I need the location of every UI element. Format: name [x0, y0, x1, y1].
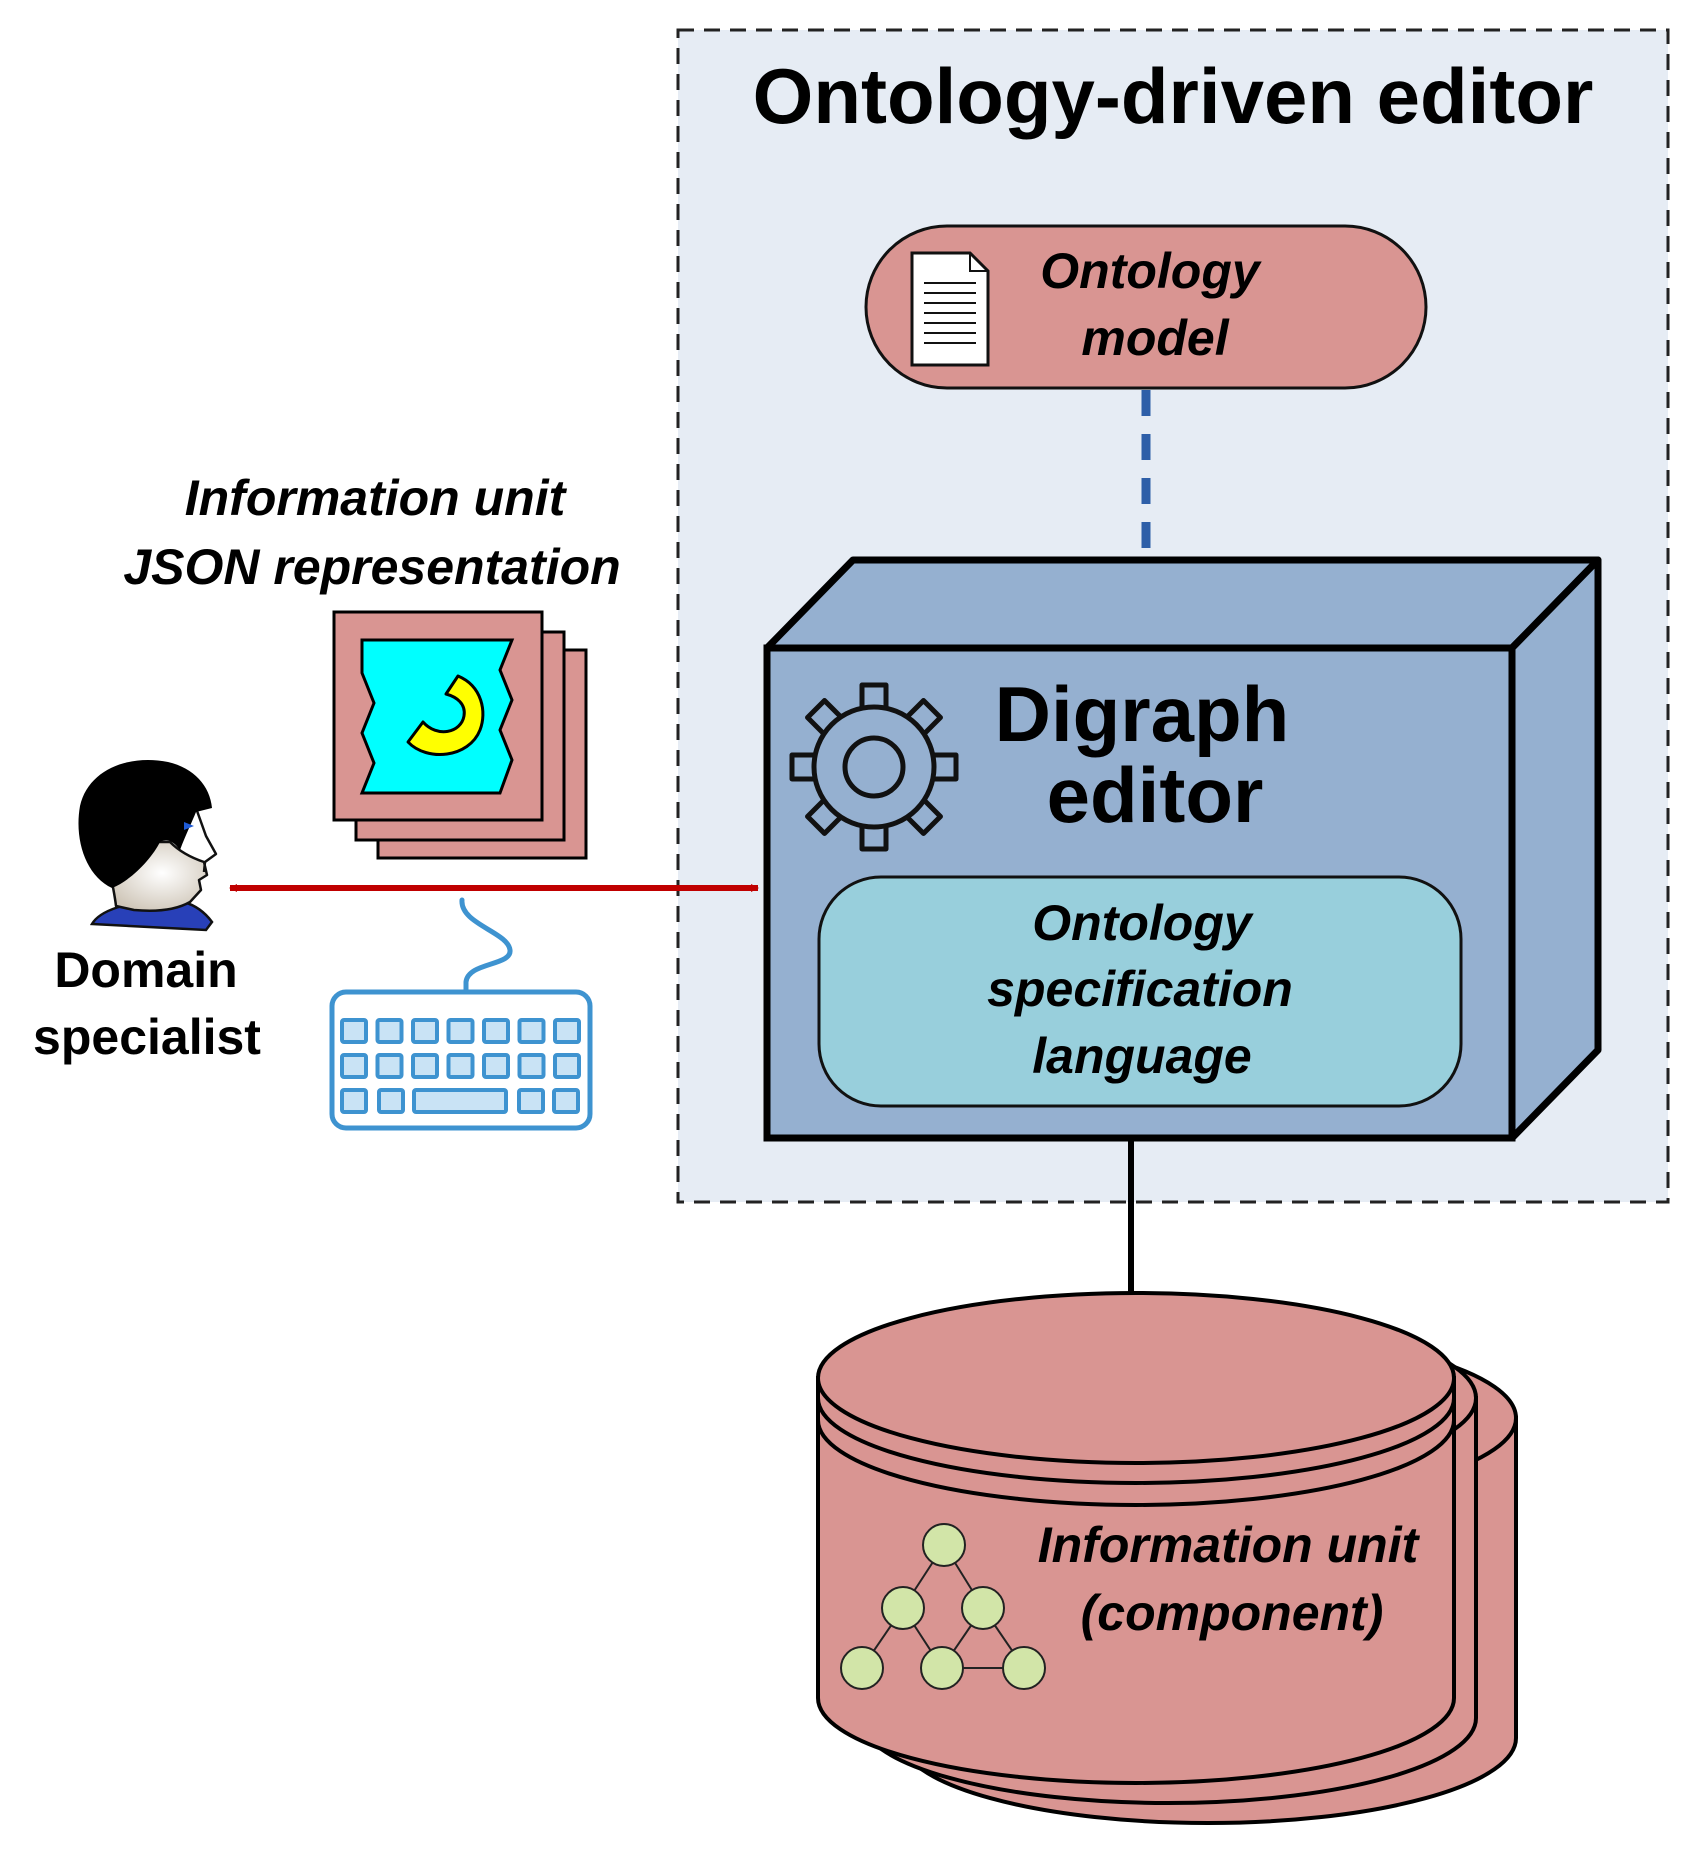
- information-unit-line1: Information unit: [1038, 1517, 1421, 1573]
- keyboard-key: [446, 1053, 475, 1079]
- keyboard-key: [553, 1018, 581, 1044]
- container-title: Ontology-driven editor: [753, 52, 1594, 140]
- domain-specialist-line1: Domain: [54, 942, 237, 998]
- document-icon: [910, 251, 990, 367]
- tree-graph-icon: [840, 1523, 1046, 1690]
- keyboard-key: [340, 1018, 368, 1044]
- digraph-editor-label-line2: editor: [1047, 751, 1264, 839]
- digraph-editor-label-line1: Digraph: [995, 670, 1290, 758]
- keyboard-key: [446, 1018, 475, 1044]
- keyboard-key: [411, 1053, 439, 1079]
- keyboard-key: [375, 1018, 404, 1044]
- keyboard-key: [517, 1018, 546, 1044]
- keyboard-key: [340, 1053, 368, 1079]
- keyboard-key: [482, 1018, 510, 1044]
- keyboard-key: [375, 1053, 404, 1079]
- ontology-model-node: Ontology model: [864, 224, 1428, 390]
- spec-language-line2: specification: [987, 961, 1293, 1017]
- json-label-line1: Information unit: [185, 470, 568, 526]
- keyboard-key: [553, 1053, 581, 1079]
- keyboard-key: [411, 1018, 439, 1044]
- gear-icon: [789, 682, 959, 852]
- json-file-icon: [332, 610, 588, 860]
- keyboard-key: [517, 1053, 546, 1079]
- keyboard-icon: [329, 897, 593, 1131]
- json-representation: Information unit JSON representation: [123, 470, 621, 860]
- domain-specialist-line2: specialist: [33, 1009, 261, 1065]
- spec-language-line3: language: [1032, 1028, 1251, 1084]
- ontology-model-label-line1: Ontology: [1040, 243, 1262, 299]
- person-icon: [78, 759, 218, 932]
- domain-specialist: Domain specialist: [33, 759, 261, 1065]
- information-unit-line2: (component): [1081, 1585, 1384, 1641]
- ontology-model-label-line2: model: [1081, 310, 1229, 366]
- keyboard-key: [482, 1053, 510, 1079]
- digraph-editor-box: Digraph editor Ontology specification la…: [763, 556, 1602, 1142]
- ontology-specification-language-node: Ontology specification language: [817, 875, 1463, 1108]
- information-unit-storage: Information unit (component): [816, 1291, 1518, 1825]
- spec-language-line1: Ontology: [1032, 895, 1254, 951]
- json-label-line2: JSON representation: [123, 539, 620, 595]
